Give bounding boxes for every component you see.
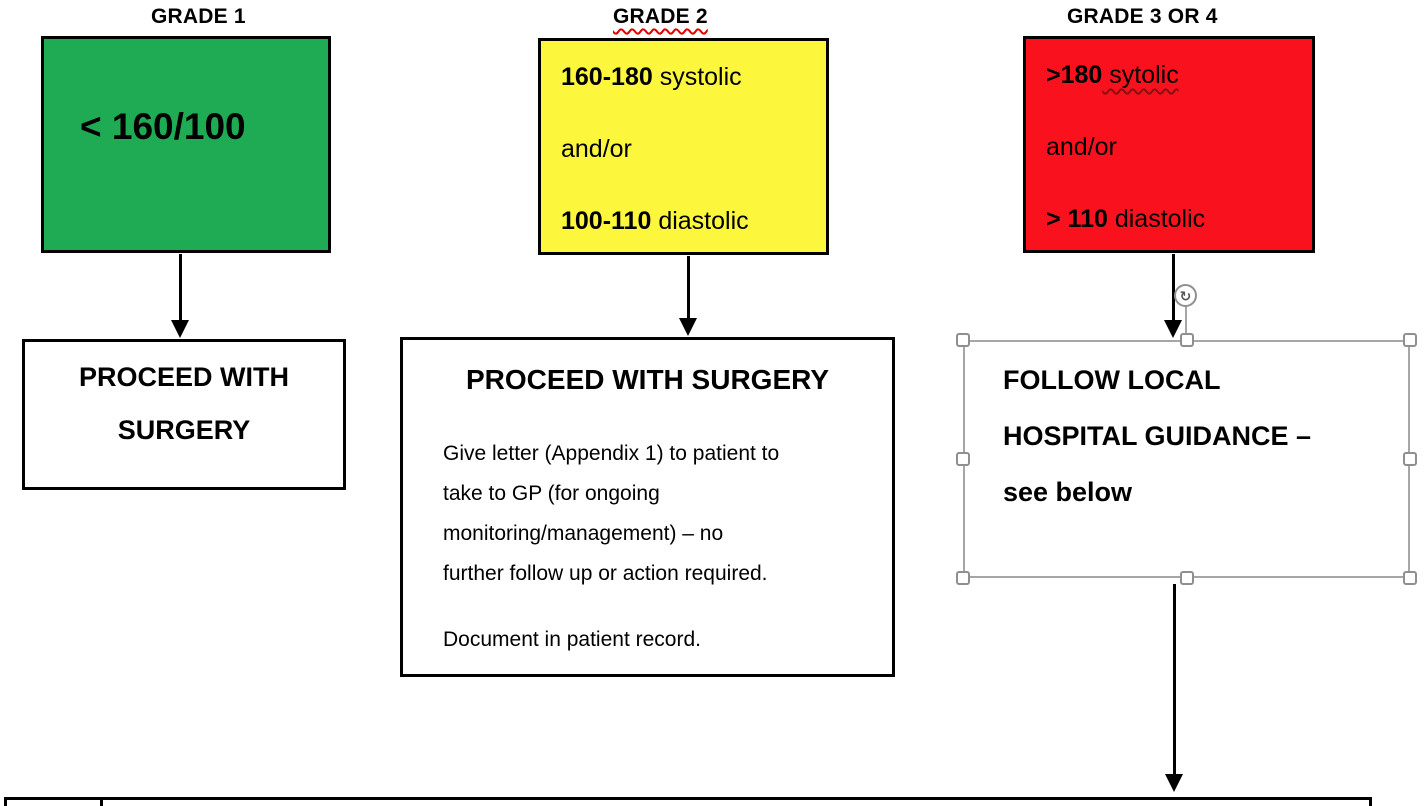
grade2-criteria-systolic: 160-180 systolic <box>561 63 742 91</box>
grade3or4-title: GRADE 3 OR 4 <box>1067 5 1218 28</box>
grade3or4-criteria-systolic: >180 sytolic <box>1046 61 1179 89</box>
arrow-line <box>178 254 182 320</box>
grade1-outcome-line1: PROCEED WITH <box>78 362 289 392</box>
grade3or4-criteria-diastolic: > 110 diastolic <box>1046 205 1206 233</box>
arrow-line <box>1171 254 1175 320</box>
body-line: monitoring/management) – no <box>443 522 724 545</box>
arrow-line <box>1172 584 1176 774</box>
grade2-title: GRADE 2 <box>613 5 708 28</box>
grade1-title: GRADE 1 <box>151 5 246 28</box>
connector-arrow-grade3or4[interactable] <box>1164 254 1182 338</box>
body-line: Give letter (Appendix 1) to patient to <box>443 442 780 465</box>
grade3or4-outcome-line2: HOSPITAL GUIDANCE – <box>1003 421 1312 451</box>
selection-handle-middle-left[interactable] <box>956 452 970 466</box>
connector-arrow-to-table[interactable] <box>1165 584 1183 792</box>
body-line: take to GP (for ongoing <box>443 482 660 505</box>
arrow-head-icon <box>171 320 189 338</box>
grade2-outcome-body: Give letter (Appendix 1) to patient to t… <box>403 434 892 594</box>
selection-handle-bottom-middle[interactable] <box>1180 571 1194 585</box>
connector-arrow-grade2[interactable] <box>679 256 697 336</box>
grade2-outcome-note: Document in patient record. <box>443 628 701 651</box>
guidance-table-cropped[interactable] <box>4 797 1372 806</box>
selection-handle-top-right[interactable] <box>1403 333 1417 347</box>
grade1-bp-box[interactable]: < 160/100 <box>41 36 331 253</box>
grade2-outcome-box[interactable]: PROCEED WITH SURGERY Give letter (Append… <box>400 337 895 677</box>
selection-handle-middle-right[interactable] <box>1403 452 1417 466</box>
body-line: further follow up or action required. <box>443 562 768 585</box>
grade2-criteria-diastolic: 100-110 diastolic <box>561 207 749 235</box>
grade3or4-criteria-andor: and/or <box>1046 133 1117 161</box>
grade3or4-outcome-box-selected[interactable]: FOLLOW LOCAL HOSPITAL GUIDANCE – see bel… <box>963 340 1410 578</box>
arrow-head-icon <box>679 318 697 336</box>
grade1-bp-value: < 160/100 <box>80 106 246 147</box>
grade1-outcome-line2: SURGERY <box>117 415 251 445</box>
grade2-outcome-title: PROCEED WITH SURGERY <box>466 364 829 395</box>
selection-handle-top-left[interactable] <box>956 333 970 347</box>
connector-arrow-grade1[interactable] <box>171 254 189 338</box>
grade2-criteria-andor: and/or <box>561 135 632 163</box>
arrow-line <box>686 256 690 318</box>
rotate-handle-stem <box>1185 306 1187 340</box>
table-column-divider <box>100 800 103 806</box>
grade3or4-outcome-line3: see below <box>1003 477 1133 507</box>
selection-handle-bottom-left[interactable] <box>956 571 970 585</box>
grade2-bp-box[interactable]: 160-180 systolic and/or 100-110 diastoli… <box>538 38 829 255</box>
selection-handle-top-middle[interactable] <box>1180 333 1194 347</box>
arrow-head-icon <box>1165 774 1183 792</box>
grade3or4-bp-box[interactable]: >180 sytolic and/or > 110 diastolic <box>1023 36 1315 253</box>
rotate-handle[interactable]: ↻ <box>1174 284 1197 307</box>
grade1-outcome-box[interactable]: PROCEED WITH SURGERY <box>22 339 346 490</box>
arrow-head-icon <box>1164 320 1182 338</box>
rotate-icon: ↻ <box>1179 287 1192 304</box>
selection-handle-bottom-right[interactable] <box>1403 571 1417 585</box>
grade3or4-outcome-line1: FOLLOW LOCAL <box>1003 365 1221 395</box>
